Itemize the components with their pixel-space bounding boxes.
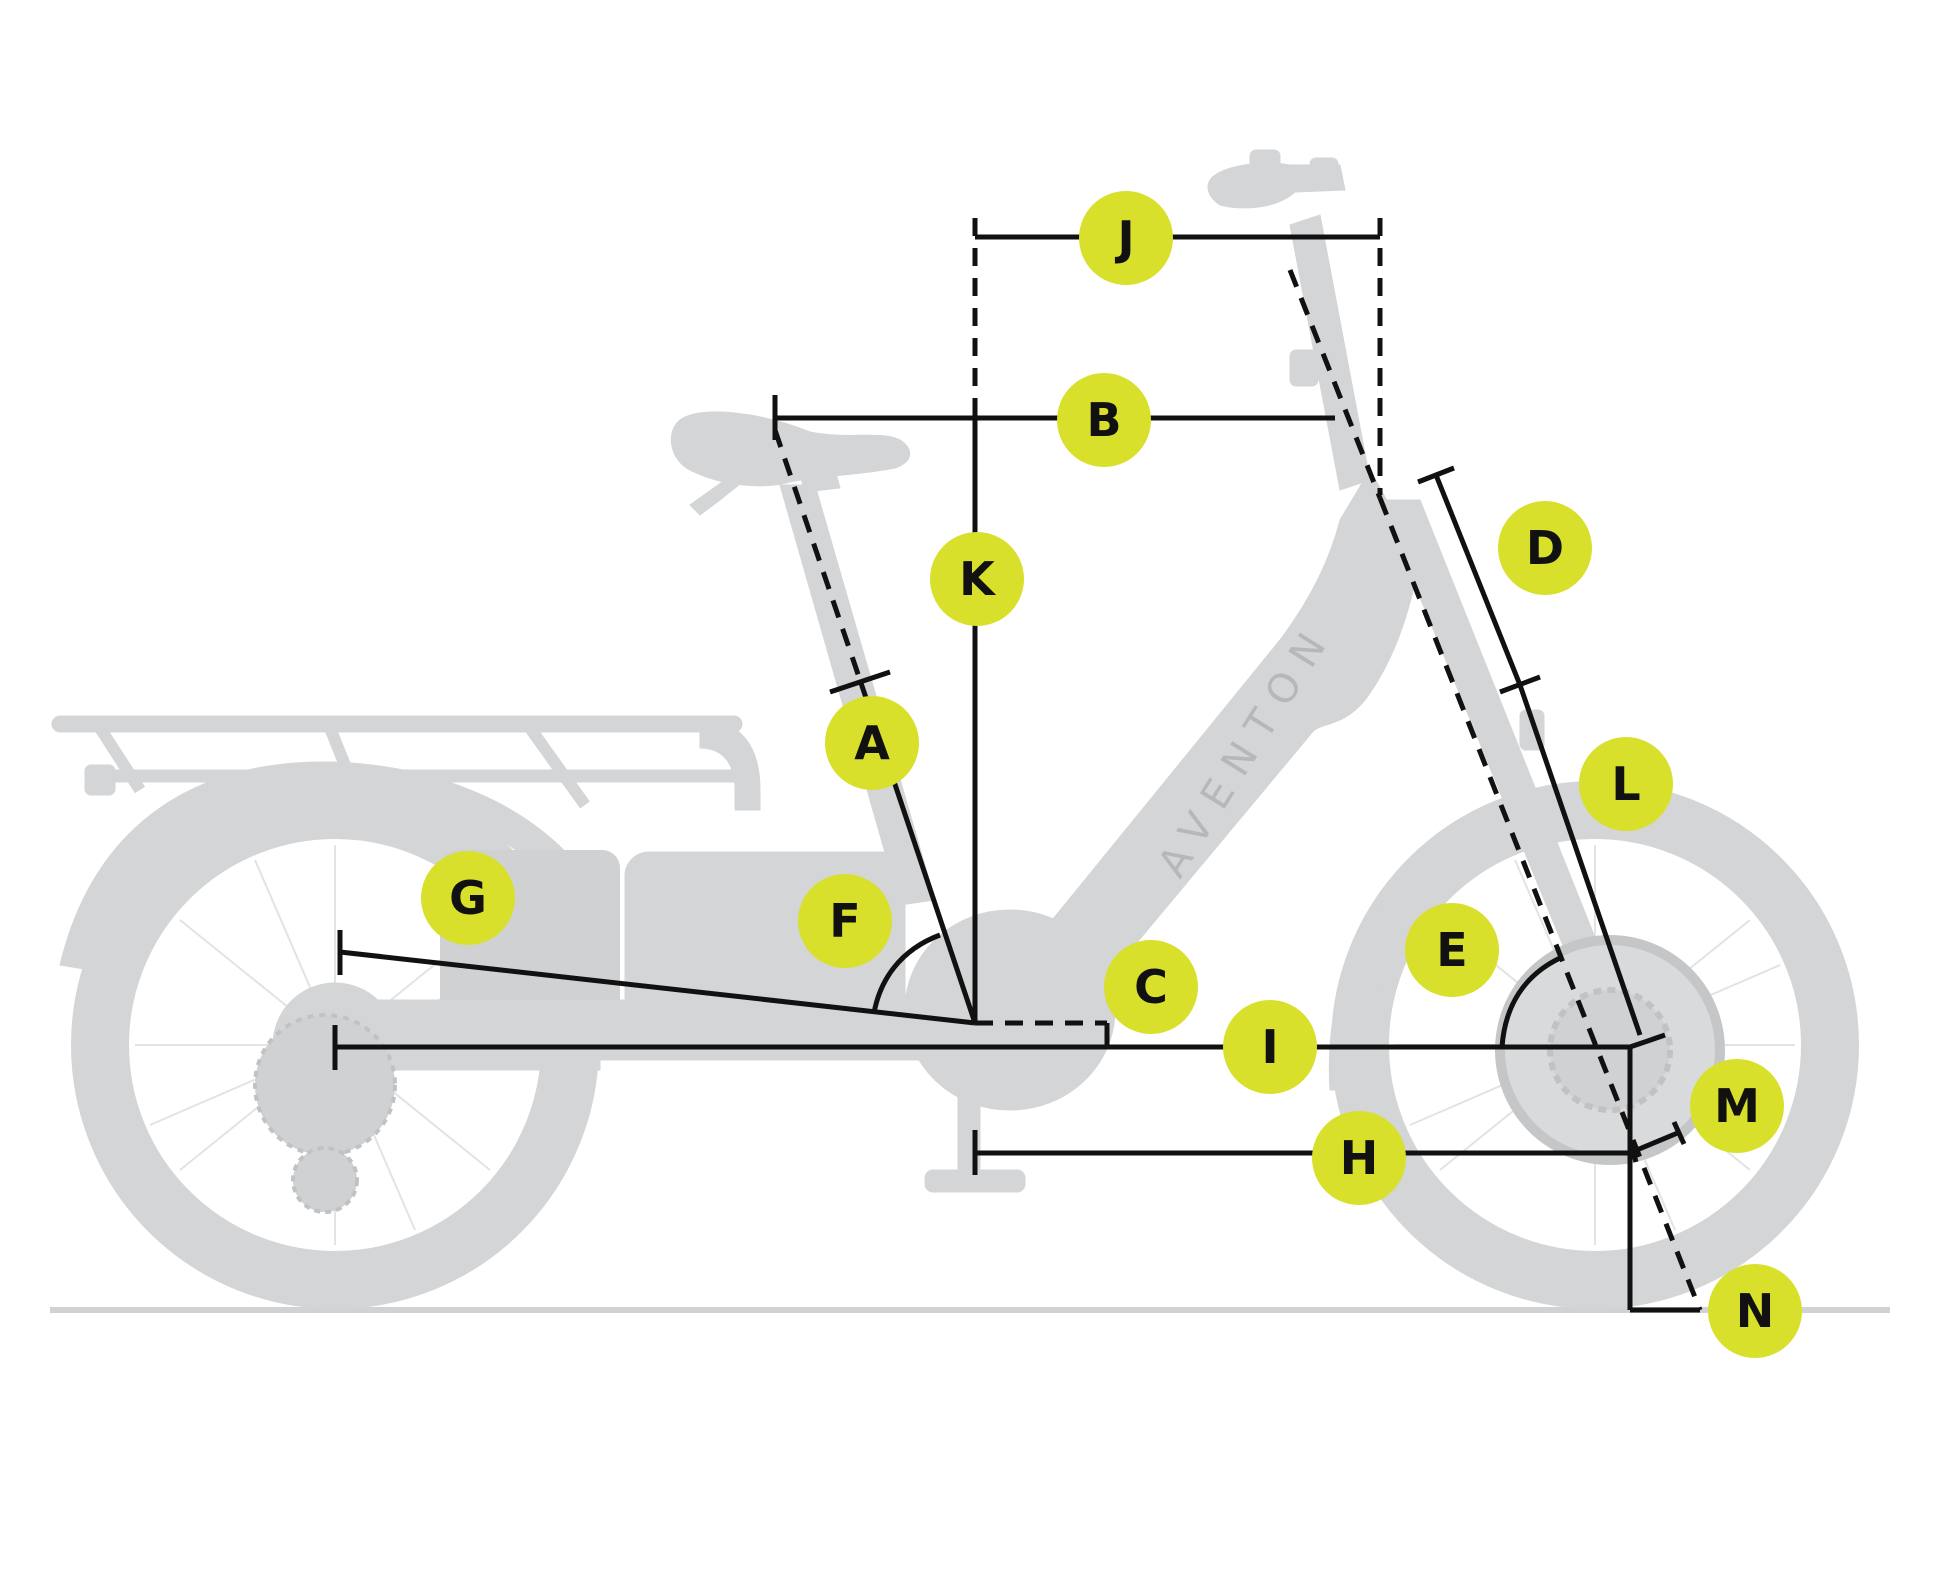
badge-k: K [930,532,1024,626]
badge-j-text: J [1114,211,1134,265]
badge-j: J [1079,191,1173,285]
badge-i-text: I [1261,1020,1278,1074]
badge-h: H [1312,1111,1406,1205]
badge-g-text: G [449,871,487,925]
badge-f: F [798,874,892,968]
badge-l: L [1579,737,1673,831]
measurement-lines [332,218,1703,1313]
steering-axis [1287,269,1383,499]
badge-l-text: L [1611,757,1640,811]
badge-k-text: K [959,552,997,606]
badge-b: B [1057,373,1151,467]
badge-d: D [1498,501,1592,595]
badge-a: A [825,696,919,790]
badge-f-text: F [829,894,860,948]
frame-brand-text: AVENTON [1149,614,1342,885]
badge-i: I [1223,1000,1317,1094]
badge-g: G [421,851,515,945]
badge-b-text: B [1086,393,1121,447]
badge-e-text: E [1436,923,1467,977]
measure-line-m [1629,1032,1666,1050]
badge-h-text: H [1340,1131,1379,1185]
badge-c: C [1104,940,1198,1034]
measure-line-g [339,949,976,1026]
badge-n: N [1708,1264,1802,1358]
angle-arc-f [871,932,941,1014]
saddle [670,411,910,487]
badge-n-text: N [1736,1284,1775,1338]
main-frame [1039,469,1421,996]
badge-e: E [1405,903,1499,997]
angle-arc-e [1499,955,1562,1048]
bike-silhouette: AVENTON [50,149,1890,1313]
badge-m-text: M [1714,1079,1760,1133]
badge-c-text: C [1134,960,1168,1014]
badge-d-text: D [1526,521,1564,575]
measure-line-d [1433,474,1523,686]
rear-rack [51,715,761,811]
badge-m: M [1690,1059,1784,1153]
badge-a-text: A [854,716,890,770]
label-badges: J B K A D L G F [421,191,1802,1358]
cassette [253,1013,397,1157]
measure-line-a-dashed [772,429,863,681]
measure-line-l [1517,684,1643,1036]
